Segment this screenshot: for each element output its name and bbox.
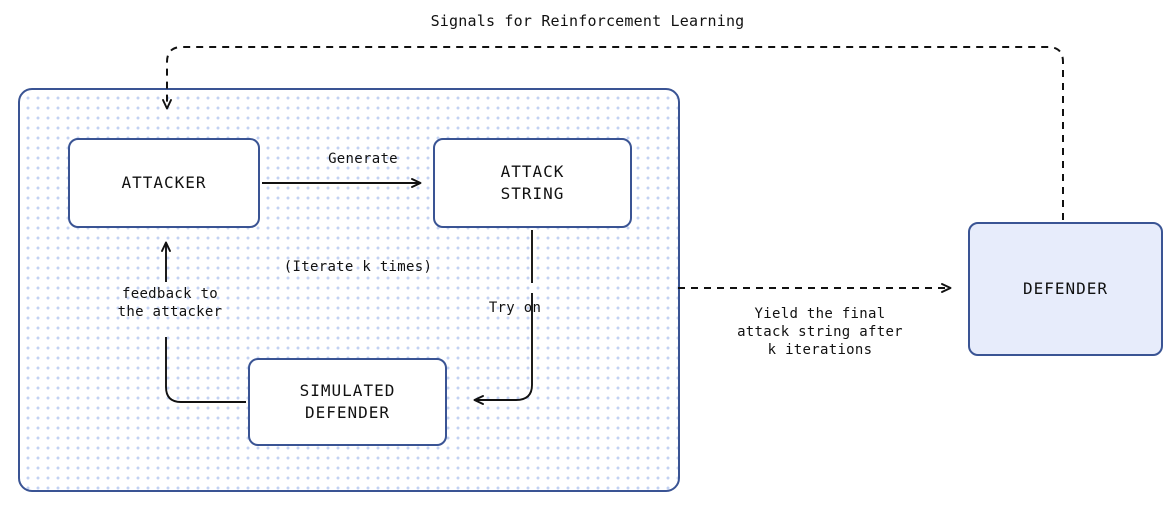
node-attacker: ATTACKER [68, 138, 260, 228]
edge-label-yield: Yield the final attack string after k it… [737, 306, 903, 359]
edge-label-iterate: (Iterate k times) [283, 259, 433, 275]
edge-label-try-on: Try on [488, 300, 542, 316]
node-attack-string: ATTACK STRING [433, 138, 632, 228]
node-simulated-defender: SIMULATED DEFENDER [248, 358, 447, 446]
node-defender: DEFENDER [968, 222, 1163, 356]
edge-label-generate: Generate [328, 151, 398, 167]
edge-label-feedback: feedback to the attacker [117, 286, 223, 321]
page-title: Signals for Reinforcement Learning [430, 12, 745, 30]
